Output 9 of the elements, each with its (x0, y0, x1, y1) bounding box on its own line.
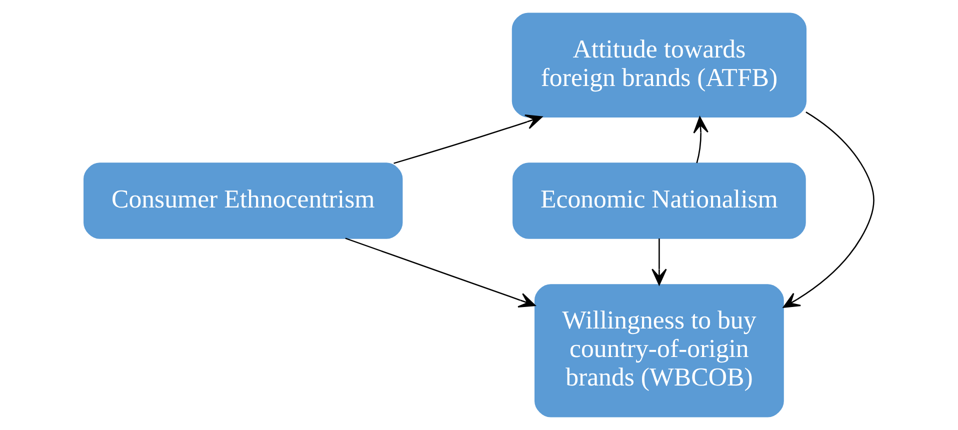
node-box: Economic Nationalism (512, 162, 806, 239)
node-box: Willingness to buy country-of-origin brands (WBCOB) (534, 284, 784, 418)
arrow (783, 112, 874, 308)
node-box: Attitude towards foreign brands (ATFB) (512, 12, 806, 118)
arrow (394, 114, 543, 164)
arrow (345, 238, 536, 308)
arrow (652, 238, 667, 286)
node-box: Consumer Ethnocentrism (84, 162, 403, 239)
arrow (693, 116, 708, 164)
